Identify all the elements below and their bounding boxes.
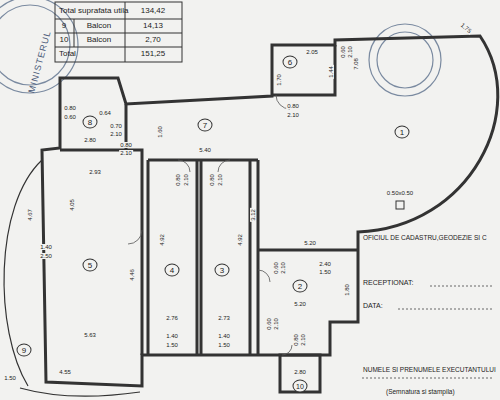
dimension-label: 1.50	[217, 342, 231, 348]
table-cell: 134,42	[140, 7, 166, 15]
room-number: 6	[283, 56, 298, 69]
walls	[42, 36, 498, 392]
dimension-label: 1.40	[39, 244, 53, 250]
door-swings	[128, 95, 292, 355]
table-cell: 2,70	[144, 36, 162, 44]
dimension-label: 1.80	[344, 283, 350, 297]
table-cell: 9	[61, 22, 67, 30]
form-text: OFICIUL DE CADASTRU,GEODEZIE SI C	[362, 235, 488, 242]
dimension-label: 0.60	[340, 45, 346, 59]
dimension-label: 2.80	[293, 369, 307, 375]
table-cell: 14,13	[142, 22, 164, 30]
dimension-label: 5.20	[293, 301, 307, 307]
dimension-label: 0.64	[98, 110, 112, 116]
room-number: 2	[293, 280, 308, 293]
area-table	[55, 2, 182, 62]
table-cell: Balcon	[86, 36, 112, 44]
dimension-label: 2.10	[280, 261, 286, 275]
dimension-label: 1.50	[3, 375, 17, 381]
form-text: (Semnatura si stampila)	[385, 389, 456, 396]
dimension-label: 2.50	[39, 253, 53, 259]
dimension-label: 2.10	[109, 131, 123, 137]
dimension-label: 1.50	[318, 269, 332, 275]
form-lines	[362, 286, 492, 378]
dimension-label: 5.63	[83, 332, 97, 338]
dimension-label: 1.50	[165, 342, 179, 348]
form-text: DATA:	[362, 302, 384, 309]
room-number: 9	[17, 344, 32, 357]
table-cell: 151,25	[140, 50, 166, 58]
dimension-label: 2.10	[286, 112, 300, 118]
dimension-label: 0.80	[119, 142, 133, 148]
table-cell: Balcon	[86, 22, 112, 30]
dimension-label: 0.60	[63, 114, 77, 120]
balcony-outline	[4, 160, 140, 396]
dimension-label: 2.10	[183, 173, 189, 187]
form-text: RECEPTIONAT:	[362, 279, 414, 286]
form-text: NUMELE SI PRENUMELE EXECUTANTULUI	[362, 367, 497, 374]
column-square	[396, 201, 404, 209]
dimension-label: 0.60	[273, 261, 279, 275]
dimension-label: 5.40	[198, 147, 212, 153]
dimension-label: 0.50x0.50	[386, 190, 414, 196]
room-number: 8	[83, 116, 98, 129]
dimension-label: 7.08	[353, 57, 359, 71]
room-number: 1	[395, 126, 410, 139]
dimension-label: 2.93	[88, 169, 102, 175]
dimension-label: 2.10	[217, 173, 223, 187]
table-cell: Total suprafata utila	[58, 7, 129, 15]
dimension-label: 1.40	[217, 333, 231, 339]
table-cell: Total	[58, 50, 77, 58]
stamp-text: MINISTERUL	[27, 29, 53, 96]
dimension-label: 3.12	[250, 208, 256, 222]
dimension-label: 0.70	[109, 123, 123, 129]
room-number: 5	[83, 259, 98, 272]
dimension-label: 2.10	[300, 333, 306, 347]
room-number: 4	[165, 264, 180, 277]
room-number: 7	[198, 119, 213, 132]
dimension-label: 0.80	[175, 173, 181, 187]
dimension-label: 4.05	[69, 198, 75, 212]
dimension-label: 2.80	[83, 137, 97, 143]
dimension-label: 2.40	[318, 261, 332, 267]
dimension-label: 0.80	[293, 333, 299, 347]
dimension-label: 1.70	[276, 73, 282, 87]
dimension-label: 4.92	[237, 233, 243, 247]
dimension-label: 1.40	[165, 333, 179, 339]
dimension-label: 2.76	[165, 315, 179, 321]
dimension-label: 2.10	[273, 317, 279, 331]
table-cell: 10	[59, 36, 70, 44]
stamp	[0, 0, 441, 96]
dimension-label: 4.67	[27, 208, 33, 222]
dimension-label: 2.10	[119, 150, 133, 156]
dimension-label: 1.75	[459, 21, 473, 34]
dimension-label: 1.60	[157, 125, 163, 139]
dimension-label: 0.60	[266, 317, 272, 331]
dimension-label: 0.80	[63, 105, 77, 111]
dimension-label: 4.92	[159, 233, 165, 247]
dimension-label: 2.73	[217, 315, 231, 321]
room-number: 3	[215, 264, 230, 277]
dimension-label: 4.46	[129, 268, 135, 282]
dimension-label: 0.80	[286, 103, 300, 109]
dimension-label: 1.44	[328, 65, 334, 79]
dimension-label: 2.05	[305, 49, 319, 55]
room-number: 10	[293, 380, 308, 393]
dimension-label: 5.20	[303, 240, 317, 246]
dimension-label: 0.80	[209, 173, 215, 187]
dimension-label: 4.55	[58, 369, 72, 375]
